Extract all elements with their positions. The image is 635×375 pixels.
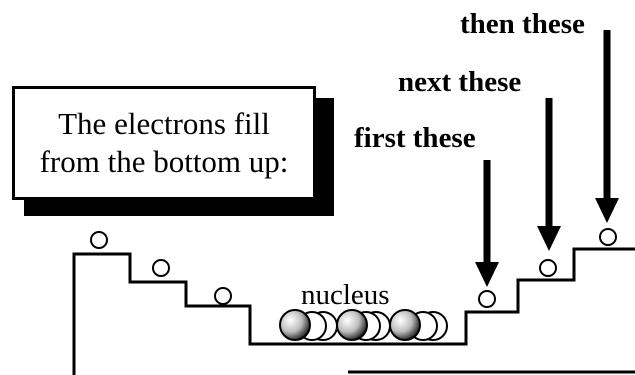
arrow-then (595, 30, 619, 223)
nucleon (337, 310, 367, 340)
nucleon (390, 310, 420, 340)
electron (91, 232, 107, 248)
electron (153, 260, 169, 276)
callout-line-2: from the bottom up: (40, 143, 289, 181)
arrow-next (537, 98, 561, 251)
nucleon (280, 310, 310, 340)
label-nucleus: nucleus (301, 281, 390, 310)
label-first-these: first these (354, 124, 476, 153)
electron (215, 288, 231, 304)
label-then-these: then these (460, 10, 585, 39)
electron (540, 260, 556, 276)
arrow-first (475, 160, 499, 287)
nucleus-cluster (280, 310, 447, 340)
callout-box: The electrons fill from the bottom up: (12, 86, 316, 200)
electron (600, 229, 616, 245)
label-next-these: next these (398, 68, 521, 97)
callout-line-1: The electrons fill (58, 105, 270, 143)
electron (479, 291, 495, 307)
